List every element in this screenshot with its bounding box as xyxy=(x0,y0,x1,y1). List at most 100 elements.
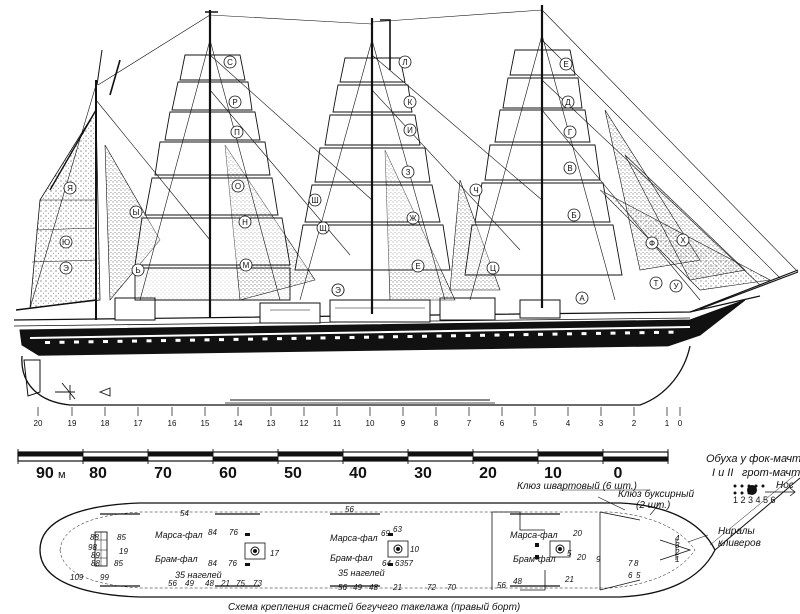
porthole xyxy=(190,338,195,342)
sail-letter: Д xyxy=(561,95,575,109)
sail-letter: С xyxy=(223,55,237,69)
sail-letter: Е xyxy=(411,259,425,273)
deck-number: 5 xyxy=(567,549,572,558)
svg-text:Г: Г xyxy=(568,128,573,137)
deck-number: 84 xyxy=(208,559,217,568)
svg-text:О: О xyxy=(235,182,241,191)
nirals: Ниралы xyxy=(718,526,755,537)
svg-text:Я: Я xyxy=(67,184,73,193)
svg-text:Х: Х xyxy=(680,236,686,245)
porthole xyxy=(668,330,674,334)
portholes xyxy=(45,330,674,344)
deck-number: 56 xyxy=(345,505,354,514)
svg-text:Э: Э xyxy=(63,264,69,273)
svg-text:Ц: Ц xyxy=(490,264,496,273)
svg-text:Ю: Ю xyxy=(62,238,70,247)
sail-letter: Ж xyxy=(406,211,420,225)
porthole xyxy=(219,338,224,342)
deck-number: 63 xyxy=(393,525,402,534)
sail-letter: О xyxy=(231,179,245,193)
deck-number: 56 xyxy=(168,579,177,588)
scale-label: 80 xyxy=(89,465,107,482)
scale-segment xyxy=(148,452,213,457)
deck-number: 9 xyxy=(596,555,601,564)
porthole xyxy=(161,339,166,343)
hull-band xyxy=(19,299,746,357)
deck-number: 75 xyxy=(236,579,245,588)
svg-text:Н: Н xyxy=(242,218,248,227)
porthole xyxy=(132,339,137,343)
deck-number: 89 xyxy=(91,551,100,560)
deck-caption: Схема крепления снастей бегучего такелаж… xyxy=(228,601,520,613)
svg-text:У: У xyxy=(673,282,679,291)
scale-unit: м xyxy=(58,469,66,481)
deck-number: 88 xyxy=(91,559,100,568)
porthole xyxy=(567,332,572,336)
scale-label: 60 xyxy=(219,465,237,482)
porthole xyxy=(407,335,413,338)
scale-label: 20 xyxy=(479,465,497,482)
mizzen-sail xyxy=(29,108,101,309)
inset-left-sub: I и II xyxy=(712,467,733,479)
frame-number: 15 xyxy=(201,419,210,428)
porthole xyxy=(538,332,543,336)
klyuz-shvart: Клюз швартовый (6 шт.) xyxy=(517,481,637,492)
frame-number: 7 xyxy=(467,419,472,428)
deck-number: 63 xyxy=(395,559,404,568)
sail-letter: З xyxy=(401,165,415,179)
scale-segment xyxy=(408,452,473,457)
svg-text:Ф: Ф xyxy=(649,239,655,248)
deck-number: 7 xyxy=(628,559,633,568)
svg-text:К: К xyxy=(408,98,413,107)
staysail-4 xyxy=(449,179,501,291)
deck-number: 85 xyxy=(114,559,123,568)
sail-letter: Л xyxy=(398,55,412,69)
svg-text:Р: Р xyxy=(232,98,237,107)
sail-letter: Ю xyxy=(59,235,73,249)
svg-text:Е: Е xyxy=(415,262,420,271)
deck-number: 21 xyxy=(392,583,402,592)
porthole xyxy=(625,331,630,335)
bram-fal-c: Брам-фал xyxy=(513,554,556,564)
frame-number: 4 xyxy=(566,419,571,428)
porthole xyxy=(610,331,616,335)
scale-label: 0 xyxy=(614,465,623,482)
porthole xyxy=(552,332,558,336)
sail-letter: И xyxy=(403,123,417,137)
frame-number: 16 xyxy=(168,419,177,428)
deck-number: 99 xyxy=(100,573,109,582)
nageley-a: 35 нагелей xyxy=(175,570,222,580)
frame-number: 11 xyxy=(333,419,342,428)
svg-text:С: С xyxy=(227,58,233,67)
svg-text:З: З xyxy=(406,168,411,177)
frame-number: 8 xyxy=(434,419,439,428)
sail-letter: Э xyxy=(59,261,73,275)
deck-number: 70 xyxy=(447,583,456,592)
porthole xyxy=(581,332,587,336)
porthole xyxy=(378,335,384,339)
svg-text:Ь: Ь xyxy=(135,266,140,275)
deck-text: Клюз швартовый (6 шт.) Клюз буксирный (2… xyxy=(155,481,761,613)
sail-letter: Ч xyxy=(469,183,483,197)
porthole xyxy=(262,337,268,341)
porthole xyxy=(422,334,427,338)
nos-label: Нос xyxy=(776,480,794,491)
scale-segment xyxy=(18,452,83,457)
svg-text:А: А xyxy=(579,294,585,303)
sail-letter: Х xyxy=(676,233,690,247)
bram-fal-b: Брам-фал xyxy=(330,553,373,563)
svg-text:Ч: Ч xyxy=(473,186,478,195)
svg-text:Т: Т xyxy=(654,279,659,288)
deck-number: 3 xyxy=(675,541,680,550)
porthole xyxy=(335,336,340,340)
deck-number: 48 xyxy=(513,577,522,586)
klivers: кливеров xyxy=(718,538,761,549)
svg-text:М: М xyxy=(243,261,250,270)
svg-text:И: И xyxy=(407,126,413,135)
porthole xyxy=(233,337,239,341)
